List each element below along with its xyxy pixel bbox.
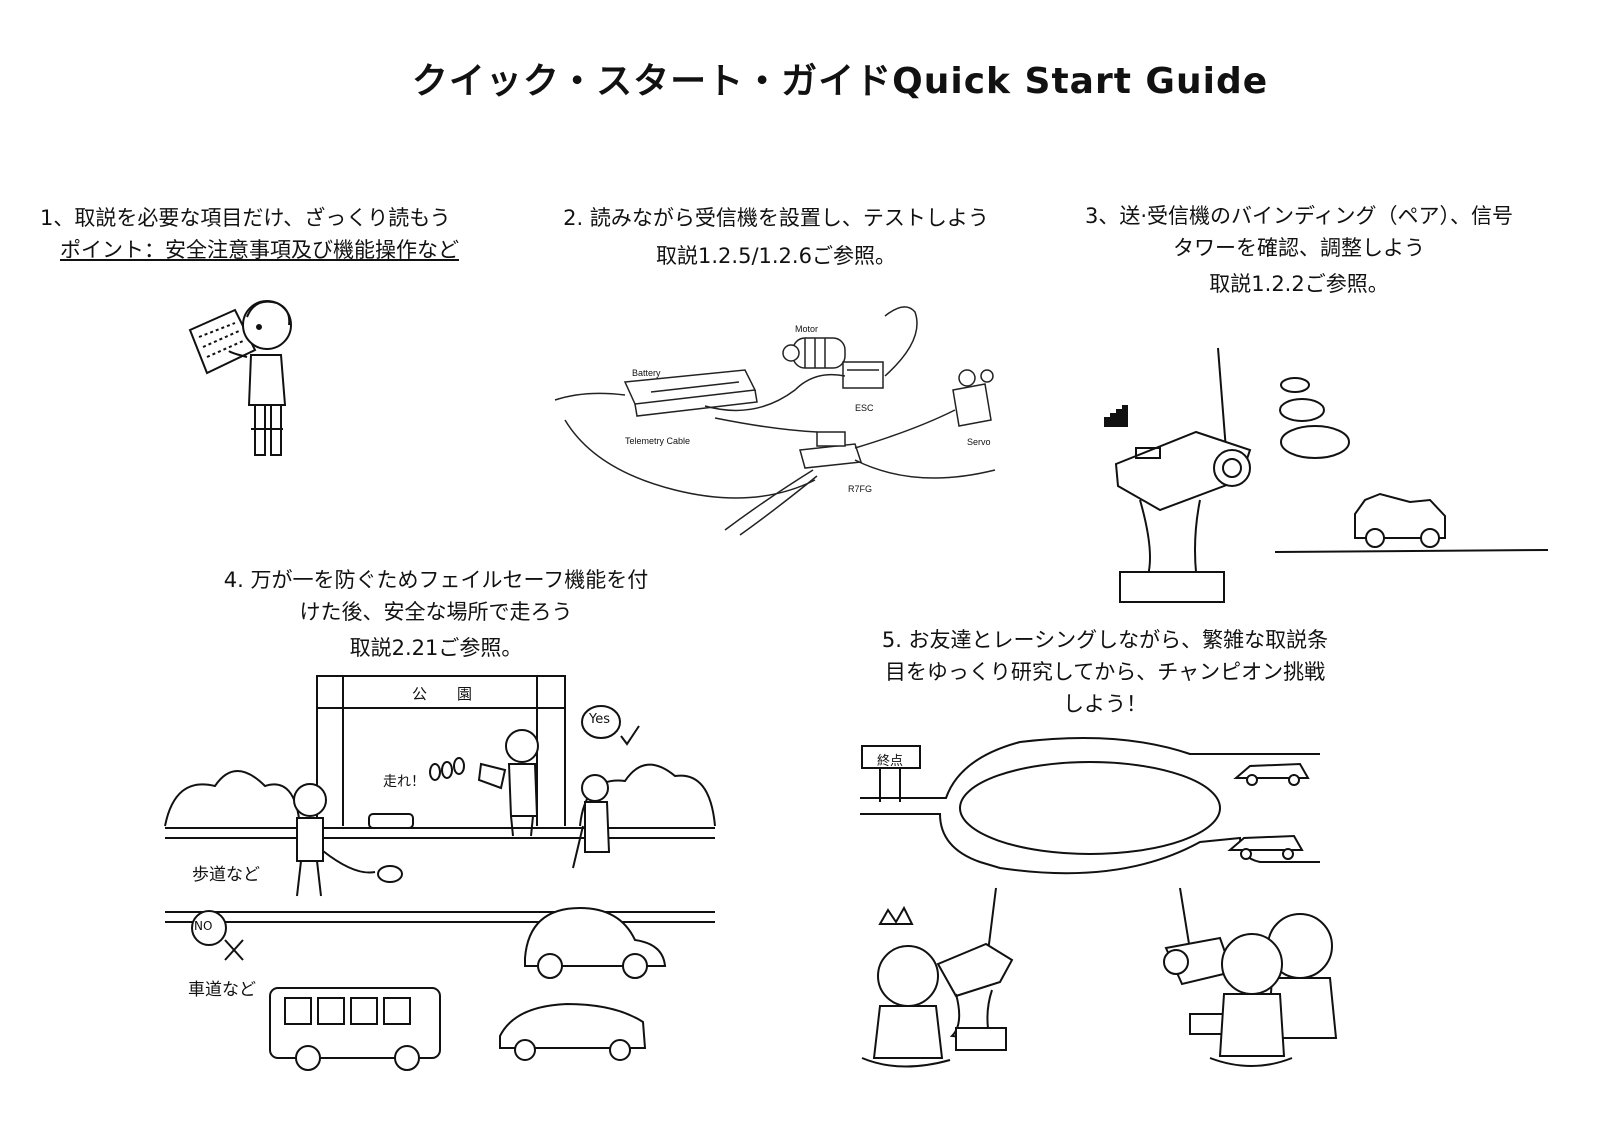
step-3-line3: 取説1.2.2ご参照。 [1209, 272, 1389, 296]
step-2: 2. 読みながら受信機を設置し、テストしよう 取説1.2.5/1.2.6ご参照。 [530, 202, 1022, 272]
motor-part [783, 338, 845, 368]
label-receiver: R7FG [848, 484, 873, 494]
step-5-line1: 5. お友達とレーシングしながら、繁雑な取説条 [881, 628, 1329, 652]
child-with-transmitter [479, 730, 538, 836]
battery-pack [625, 370, 757, 416]
yes-bubble [582, 706, 639, 744]
step-4: 4. 万が一を防ぐためフェイルセーフ機能を付 けた後、安全な場所で走ろう 取説2… [215, 564, 657, 664]
car-illustration [1275, 494, 1548, 552]
child-winner [862, 908, 950, 1067]
park-gate [317, 676, 565, 826]
label-telemetry-cable: Telemetry Cable [625, 436, 691, 446]
step-1-point: ポイント：安全注意事項及び機能操作など [60, 238, 459, 262]
signal-waves [1280, 378, 1349, 458]
step-4-line3: 取説2.21ご参照。 [349, 636, 523, 660]
wiring-diagram [555, 320, 1000, 530]
label-battery: Battery [632, 368, 661, 378]
step-3: 3、送·受信機のバインディング（ペア）、信号 タワーを確認、調整しよう 取説1.… [1058, 200, 1540, 300]
elderly-person [573, 775, 609, 868]
step-5-line3: しよう！ [1063, 692, 1147, 716]
finish-sign-text: 終点 [877, 754, 904, 769]
servo-part [953, 370, 993, 426]
park-scene [165, 676, 715, 1076]
step-4-line2: けた後、安全な場所で走ろう [299, 600, 573, 624]
step-3-line2: タワーを確認、調整しよう [1173, 236, 1425, 260]
bus [270, 988, 440, 1070]
yes-text: Yes [589, 712, 610, 727]
park-sign-text: 公 園 [412, 685, 473, 703]
label-motor: Motor [795, 324, 819, 334]
shout-text: 走れ！ [383, 774, 425, 790]
roadway-label: 車道など [188, 980, 256, 1000]
label-servo: Servo [967, 437, 991, 447]
step-1: 1、取説を必要な項目だけ、ざっくり読もう ポイント：安全注意事項及び機能操作など [40, 202, 459, 266]
rc-car-park [369, 814, 413, 828]
two-children [1210, 914, 1336, 1066]
transmitter-right [1164, 888, 1238, 1034]
signal-waves-park [430, 758, 464, 780]
race-scene [860, 738, 1340, 1073]
transmitter-left [938, 888, 1012, 1050]
step-2-line2: 取説1.2.5/1.2.6ご参照。 [656, 244, 896, 268]
step-1-line1: 1、取説を必要な項目だけ、ざっくり読もう [40, 206, 451, 230]
race-car-crown [1236, 764, 1308, 785]
label-esc: ESC [855, 403, 874, 413]
sports-car [500, 1004, 645, 1060]
race-car-one [1230, 836, 1302, 859]
step-2-line1: 2. 読みながら受信機を設置し、テストしよう [563, 206, 989, 230]
child-walking-dog [294, 784, 402, 896]
step-5-line2: 目をゆっくり研究してから、チャンピオン挑戦 [884, 660, 1326, 684]
no-text: NO [194, 919, 213, 933]
sedan-car [525, 908, 665, 978]
transmitter-binding-illustration [1100, 340, 1550, 610]
step-3-line1: 3、送·受信機のバインディング（ペア）、信号 [1084, 204, 1514, 228]
step-5: 5. お友達とレーシングしながら、繁雑な取説条 目をゆっくり研究してから、チャン… [870, 624, 1340, 720]
finish-sign [862, 746, 920, 802]
page-title: クイック・スタート・ガイドQuick Start Guide [411, 61, 1269, 102]
signal-tower-icon [1105, 406, 1127, 426]
child-reading-illustration [185, 295, 305, 475]
no-sign [192, 911, 243, 960]
receiver-part [800, 432, 861, 468]
sidewalk-label: 歩道など [192, 865, 260, 885]
transmitter-illustration [1116, 348, 1250, 602]
esc-part [843, 362, 883, 388]
step-4-line1: 4. 万が一を防ぐためフェイルセーフ機能を付 [223, 568, 649, 592]
